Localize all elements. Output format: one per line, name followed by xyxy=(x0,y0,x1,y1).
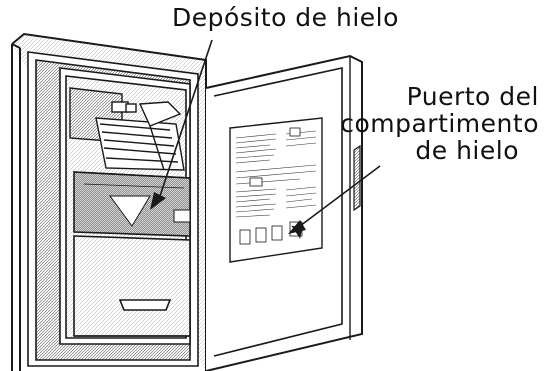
lower-compartment xyxy=(73,235,191,337)
ice-port-label-line-3: de hielo xyxy=(415,136,519,165)
ice-port-label-line-2: compartimento xyxy=(340,109,539,138)
ice-port-label: Puerto del compartimento de hielo xyxy=(340,83,539,164)
ice-bin-leader xyxy=(159,39,213,197)
ice-port-arrow-icon xyxy=(288,220,306,234)
ice-port-leader xyxy=(299,165,381,227)
ice-maker-unit xyxy=(69,87,185,171)
ice-bin-arrow-icon xyxy=(150,192,166,210)
callout-arrows xyxy=(150,192,306,234)
callout-lines xyxy=(159,39,381,227)
ice-bin-label: Depósito de hielo xyxy=(172,3,399,32)
ice-port-label-line-1: Puerto del xyxy=(406,82,539,111)
instruction-label xyxy=(229,117,323,263)
ice-bin xyxy=(73,171,191,237)
